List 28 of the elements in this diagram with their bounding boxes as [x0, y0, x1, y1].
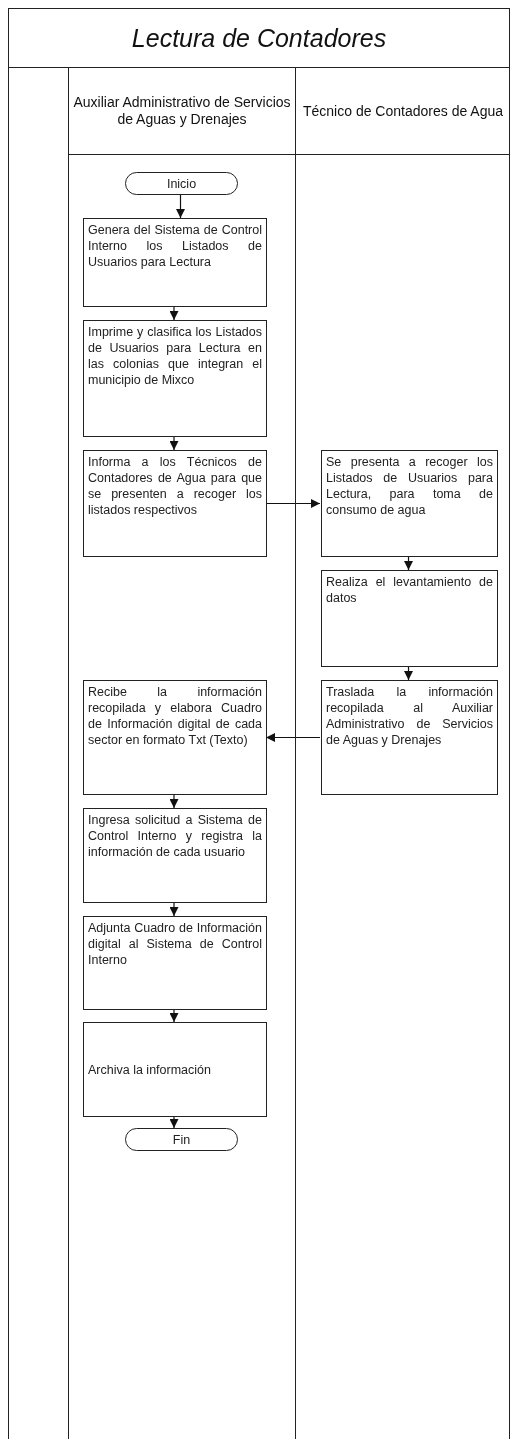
terminator-shape: Fin [125, 1128, 238, 1151]
diagram-title: Lectura de Contadores [130, 22, 388, 54]
process-box: Imprime y clasifica los Listados de Usuarios para Lectura en las colonias que integran el municipio de Mixco [83, 320, 267, 437]
process-box: Informa a los Técnicos de Contadores de Agua para que se presenten a recoger los listados respectivos [83, 450, 267, 557]
arrow [169, 902, 179, 917]
process-box: Genera del Sistema de Control Interno los Listados de Usuarios para Lectura [83, 218, 267, 307]
arrow [404, 666, 413, 681]
lane-title: Auxiliar Administrativo de Servicios de Aguas y Drenajes [72, 94, 292, 128]
arrow [169, 794, 179, 809]
swimlane [68, 68, 295, 1439]
process-box: Traslada la información recopilada al Auxiliar Administrativo de Servicios de Aguas y Drenajes [321, 680, 498, 795]
arrow [265, 733, 321, 742]
process-box: Se presenta a recoger los Listados de Usuarios para Lectura, para toma de consumo de agua [321, 450, 498, 557]
terminator-shape: Inicio [125, 172, 238, 195]
lane-title: Técnico de Contadores de Agua [302, 102, 504, 120]
process-box: Recibe la información recopilada y elabora Cuadro de Información digital de cada sector en formato Txt (Texto) [83, 680, 267, 795]
process-box: Ingresa solicitud a Sistema de Control Interno y registra la información de cada usuario [83, 808, 267, 903]
arrow [176, 194, 185, 219]
process-box: Archiva la información [83, 1022, 267, 1117]
arrow [404, 556, 413, 571]
swimlane [295, 68, 510, 1439]
arrow [169, 1116, 179, 1129]
arrow [169, 306, 179, 321]
arrow [265, 499, 321, 508]
process-box: Realiza el levantamiento de datos [321, 570, 498, 667]
process-box: Adjunta Cuadro de Información digital al Sistema de Control Interno [83, 916, 267, 1010]
arrow [169, 1009, 179, 1023]
arrow [169, 436, 179, 451]
